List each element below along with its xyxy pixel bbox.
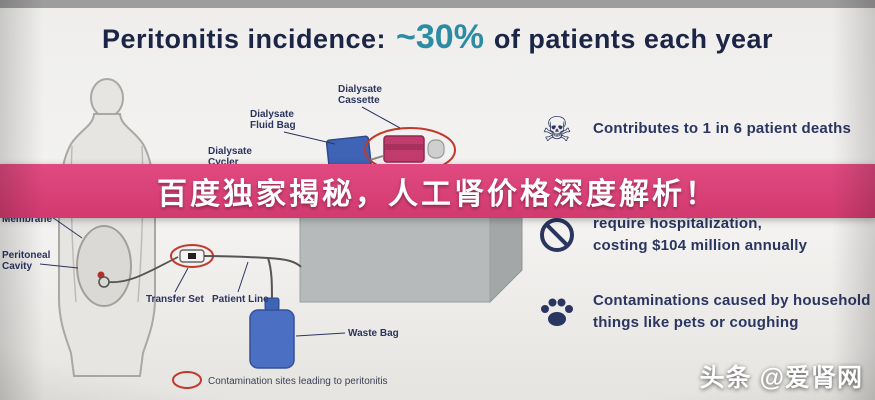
peritoneal-cavity-shape (76, 225, 179, 307)
label-text: Patient Line (212, 294, 269, 305)
label-text: Dialysate (250, 109, 294, 120)
title-highlight: ~30% (396, 18, 484, 56)
diagram-legend: Contamination sites leading to peritonit… (172, 371, 388, 389)
label-text: Membrane (2, 214, 52, 225)
label-text: Waste Bag (348, 328, 399, 339)
label-text: Dialysate (338, 84, 382, 95)
page-title: Peritonitis incidence: ~30% of patients … (0, 18, 875, 57)
headline-text: 百度独家揭秘，人工肾价格深度解析！ (157, 178, 718, 211)
label-text: Fluid Bag (250, 120, 296, 131)
label-dialysate-cassette: Dialysate Cassette (338, 84, 401, 129)
waste-bag-shape (249, 297, 295, 369)
fact-text-line: require hospitalization, (593, 215, 762, 232)
fact-contamination-sources: Contaminations caused by household thing… (535, 290, 871, 334)
patient-line-tube (203, 255, 302, 268)
label-waste-bag: Waste Bag (295, 328, 399, 339)
label-patient-line: Patient Line (212, 261, 269, 305)
skull-icon: ☠ (541, 111, 573, 149)
fact-patient-deaths: ☠ Contributes to 1 in 6 patient deaths (535, 108, 851, 152)
no-entry-icon (535, 213, 579, 257)
bag-tube (369, 155, 384, 161)
label-text: Dialysate (208, 146, 252, 157)
fact-text: Contributes to 1 in 6 patient deaths (593, 120, 852, 137)
label-peritoneal-cavity: Peritoneal Cavity (2, 250, 79, 272)
headline-banner: 百度独家揭秘，人工肾价格深度解析！ (0, 164, 875, 218)
label-text: Cavity (2, 261, 32, 272)
legend-alert-oval (172, 371, 202, 389)
fact-text-line: Contaminations caused by household (593, 292, 871, 309)
peritoneal-dialysis-diagram: Dialysate Cassette Dialysate Fluid Bag D… (2, 78, 524, 389)
legend-text: Contamination sites leading to peritonit… (208, 376, 388, 387)
fact-text-line: things like pets or coughing (593, 314, 799, 331)
fact-hospitalization: require hospitalization, costing $104 mi… (535, 213, 807, 257)
watermark: 头条 @爱肾网 (699, 364, 863, 392)
label-text: Transfer Set (146, 294, 204, 305)
title-suffix: of patients each year (485, 24, 774, 54)
label-dialysate-fluid-bag: Dialysate Fluid Bag (250, 109, 336, 145)
label-text: Peritoneal (2, 250, 51, 261)
label-text: Cycler (208, 157, 239, 168)
top-border (0, 0, 875, 8)
label-transfer-set: Transfer Set (146, 267, 204, 305)
label-text: Cassette (338, 95, 380, 106)
title-prefix: Peritonitis incidence: (101, 24, 395, 54)
fact-text-line: costing $104 million annually (593, 237, 808, 254)
paw-icon (535, 290, 579, 334)
catheter-line (108, 256, 179, 283)
